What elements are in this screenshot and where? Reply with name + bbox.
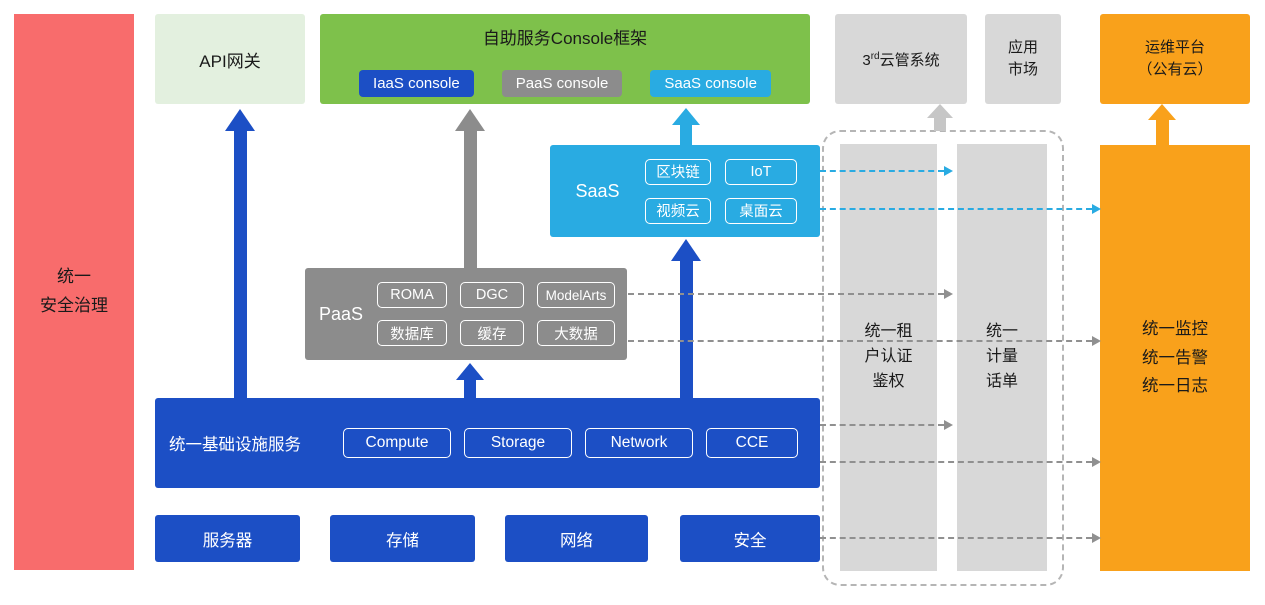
paas-console-chip: PaaS console (501, 70, 623, 97)
saas-chip-grid: 区块链 IoT 视频云 桌面云 (645, 158, 797, 224)
ops-platform-box: 运维平台 （公有云） (1100, 14, 1250, 104)
arrow-paas-to-console (455, 109, 485, 268)
console-framework-box: 自助服务Console框架 IaaS console PaaS console … (320, 14, 810, 104)
arrow-head (1148, 104, 1176, 120)
saas-label: SaaS (575, 180, 620, 201)
arrow-head (455, 109, 485, 131)
connector-infra-to-monitoring (820, 457, 1101, 467)
hardware-server-box: 服务器 (155, 515, 300, 562)
unified-security-governance-label: 统一 安全治理 (40, 267, 108, 315)
arrow-head (671, 239, 701, 261)
third-party-suffix: 云管系统 (879, 51, 940, 69)
paas-item-roma: ROMA (377, 282, 447, 308)
arrowhead-icon (1092, 336, 1101, 346)
arrowhead-icon (944, 166, 953, 176)
third-party-cloud-mgmt-box: 3rd云管系统 (835, 14, 967, 104)
third-party-prefix: 3 (862, 51, 871, 69)
unified-security-governance-bar: 统一 安全治理 (14, 14, 134, 570)
api-gateway-box: API网关 (155, 14, 305, 104)
hardware-server-label: 服务器 (202, 531, 253, 550)
arrowhead-icon (1092, 204, 1101, 214)
hardware-storage-label: 存储 (386, 531, 419, 550)
shared-services-frame (822, 130, 1064, 586)
connector-saas-to-metering (820, 166, 953, 176)
infra-item-network: Network (585, 428, 693, 458)
arrowhead-icon (944, 289, 953, 299)
saas-item-video-cloud: 视频云 (645, 197, 711, 224)
hardware-security-label: 安全 (733, 531, 767, 550)
arrow-saas-to-console (672, 108, 700, 145)
console-framework-title: 自助服务Console框架 (482, 29, 648, 48)
paas-item-dgc: DGC (460, 282, 524, 308)
paas-item-database: 数据库 (377, 320, 447, 346)
metering-label: 统一 计量 话单 (985, 323, 1018, 390)
arrow-shaft (1155, 120, 1169, 145)
arrow-head (225, 109, 255, 131)
arrowhead-icon (1092, 457, 1101, 467)
app-market-box: 应用 市场 (985, 14, 1061, 104)
arrow-shaft (679, 261, 693, 398)
infra-item-cce: CCE (706, 428, 798, 458)
infrastructure-label: 统一基础设施服务 (169, 436, 301, 454)
infra-item-compute: Compute (343, 428, 451, 458)
third-party-superscript: rd (870, 50, 880, 62)
connector-infra-to-metering (820, 420, 953, 430)
third-party-cloud-mgmt-label: 3rd云管系统 (862, 49, 939, 70)
paas-item-modelarts: ModelArts (537, 282, 615, 308)
tenant-auth-bar: 统一租 户认证 鉴权 (840, 144, 937, 571)
paas-label: PaaS (318, 303, 364, 324)
paas-layer-box: PaaS ROMA DGC ModelArts 数据库 缓存 大数据 (305, 268, 627, 360)
arrow-head (927, 104, 953, 118)
arrow-shaft (233, 131, 247, 398)
monitoring-label: 统一监控 统一告警 统一日志 (1142, 319, 1208, 396)
arrow-shaft (464, 380, 476, 398)
arrowhead-icon (944, 420, 953, 430)
saas-item-iot: IoT (725, 158, 797, 185)
arrow-shaft (934, 118, 946, 131)
metering-bar: 统一 计量 话单 (957, 144, 1047, 571)
connector-saas-to-monitoring (820, 204, 1101, 214)
arrow-infra-to-api-gateway (225, 109, 255, 398)
arrow-head (456, 363, 484, 380)
console-chip-row: IaaS console PaaS console SaaS console (359, 70, 771, 97)
arrow-monitoring-to-ops-platform (1148, 104, 1176, 145)
saas-item-blockchain: 区块链 (645, 158, 711, 185)
ops-platform-label: 运维平台 （公有云） (1137, 38, 1213, 79)
paas-chip-grid: ROMA DGC ModelArts 数据库 缓存 大数据 (377, 282, 615, 346)
tenant-auth-label: 统一租 户认证 鉴权 (864, 323, 913, 390)
paas-item-cache: 缓存 (460, 320, 524, 346)
hardware-network-box: 网络 (505, 515, 648, 562)
connector-hardware-to-monitoring (820, 533, 1101, 543)
arrowhead-icon (1092, 533, 1101, 543)
arrow-frame-to-third-party (927, 104, 953, 131)
app-market-label: 应用 市场 (1007, 38, 1038, 79)
api-gateway-label: API网关 (199, 51, 261, 71)
arrow-infra-to-paas (456, 363, 484, 398)
arrow-shaft (463, 131, 477, 268)
hardware-network-label: 网络 (560, 531, 593, 550)
hardware-security-box: 安全 (680, 515, 820, 562)
infrastructure-chip-row: Compute Storage Network CCE (343, 428, 798, 458)
arrow-head (672, 108, 700, 125)
connector-paas-to-monitoring (628, 336, 1101, 346)
saas-console-chip: SaaS console (650, 70, 771, 97)
infra-item-storage: Storage (464, 428, 572, 458)
paas-item-bigdata: 大数据 (537, 320, 615, 346)
saas-item-desktop-cloud: 桌面云 (725, 197, 797, 224)
arrow-shaft (680, 125, 692, 145)
iaas-console-chip: IaaS console (359, 70, 474, 97)
arrow-infra-to-saas (671, 239, 701, 398)
monitoring-bar: 统一监控 统一告警 统一日志 (1100, 145, 1250, 571)
saas-layer-box: SaaS 区块链 IoT 视频云 桌面云 (550, 145, 820, 237)
hardware-storage-box: 存储 (330, 515, 475, 562)
infrastructure-layer-box: 统一基础设施服务 Compute Storage Network CCE (155, 398, 820, 488)
connector-paas-to-metering (628, 289, 953, 299)
